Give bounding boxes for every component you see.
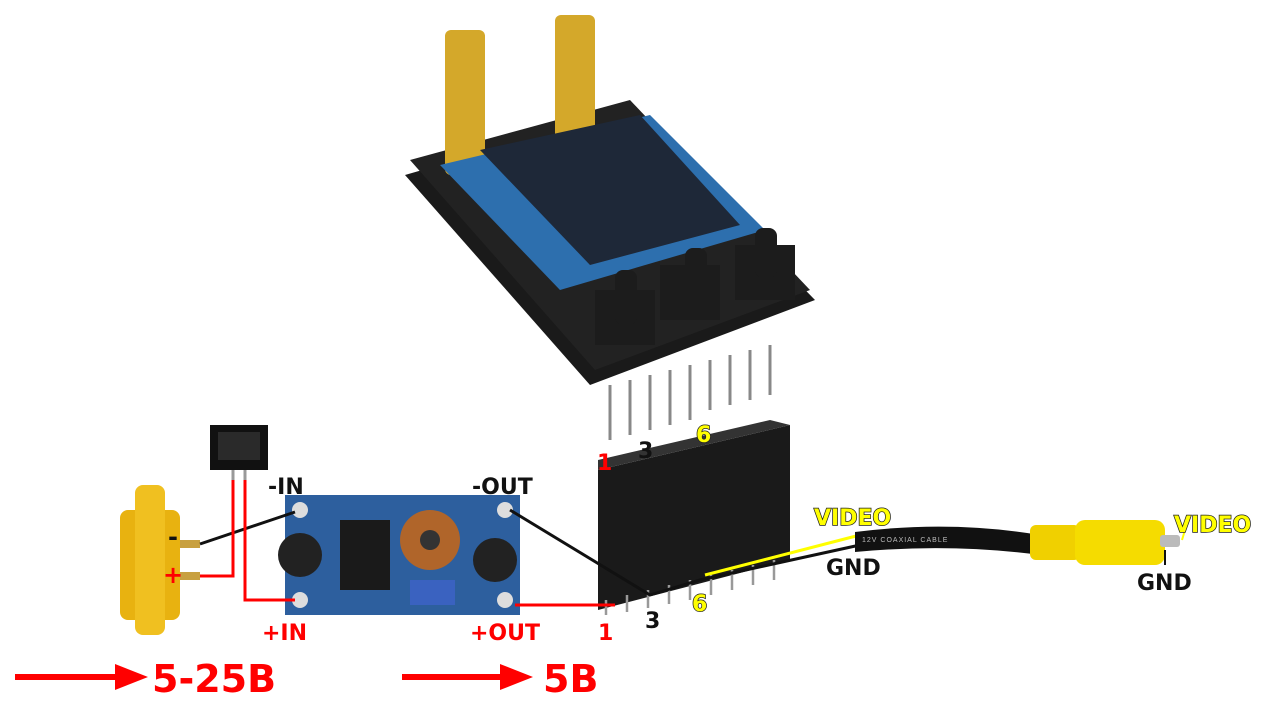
label-neg-out: -OUT: [472, 475, 533, 500]
antenna-connector-left: [445, 30, 485, 175]
rocker-switch[interactable]: [210, 425, 268, 485]
label-neg-in: -IN: [268, 475, 304, 500]
potentiometer: [410, 580, 455, 605]
label-pin1-bottom: 1: [598, 621, 613, 646]
label-pin3-bottom: 3: [645, 609, 660, 634]
capacitor-out: [473, 538, 517, 582]
label-rca-gnd: GND: [1137, 571, 1192, 596]
label-pin3-top: 3: [638, 439, 653, 464]
label-output-voltage: 5B: [543, 657, 598, 701]
arrow-input-icon: [15, 664, 148, 690]
label-video-wire: VIDEO: [814, 506, 891, 531]
buttons: [595, 228, 795, 345]
label-xt60-plus: +: [163, 561, 183, 589]
buck-converter-board: [278, 495, 520, 615]
cable-print: 12V COAXIAL CABLE: [862, 537, 948, 544]
regulator-chip: [340, 520, 390, 590]
label-pos-out: +OUT: [470, 621, 540, 646]
xt60-connector: [120, 485, 200, 635]
rca-plug-body: [1075, 520, 1165, 565]
receiver-pins: [608, 345, 772, 440]
label-gnd-wire: GND: [826, 556, 881, 581]
label-pin1-top: 1: [597, 451, 612, 476]
video-receiver-module: [405, 15, 815, 440]
label-pos-in: +IN: [262, 621, 307, 646]
female-pin-header: [598, 420, 790, 615]
capacitor-in: [278, 533, 322, 577]
label-pin6-top: 6: [696, 423, 711, 448]
rca-plug-grip: [1030, 525, 1080, 560]
label-xt60-minus: -: [168, 523, 178, 551]
label-pin6-bottom: 6: [692, 592, 707, 617]
wires: [199, 480, 861, 607]
antenna-connector-right: [555, 15, 595, 145]
arrow-output-icon: [402, 664, 533, 690]
rca-pin: [1160, 535, 1180, 547]
oled-screen: [480, 115, 740, 265]
label-input-voltage: 5-25B: [152, 657, 276, 701]
label-rca-video: VIDEO: [1174, 513, 1251, 538]
rca-cable: 12V COAXIAL CABLE: [855, 520, 1186, 565]
